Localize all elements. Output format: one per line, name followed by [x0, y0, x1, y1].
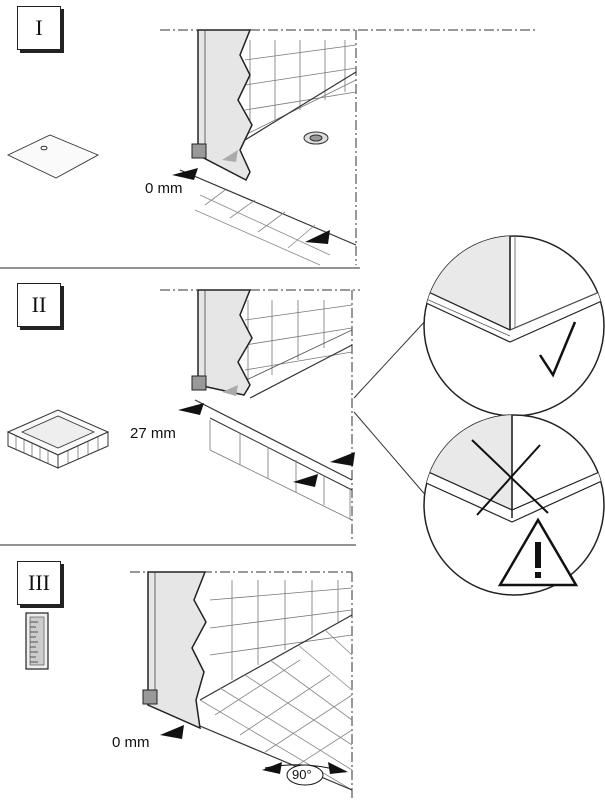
flat-shower-tray-icon: [6, 134, 100, 179]
cross-icon: [471, 439, 549, 516]
section-1-scene: [160, 29, 535, 266]
checkmark-icon: [538, 321, 577, 378]
detail-circle-wrong: [423, 414, 605, 596]
step-2-measurement: 27 mm: [130, 425, 176, 442]
step-3-numeral: III: [28, 570, 50, 595]
warning-triangle-icon: [497, 517, 579, 587]
section-3-scene: [130, 571, 353, 800]
step-3-label: III: [17, 561, 61, 605]
detail-circle-correct: [423, 235, 605, 417]
step-2-numeral: II: [31, 292, 47, 317]
spirit-level-icon: [25, 612, 49, 670]
step-1-label: I: [17, 6, 61, 50]
step-3-measurement: 0 mm: [112, 734, 150, 751]
section-2-scene: [160, 289, 429, 540]
raised-shower-tray-icon: [6, 409, 110, 469]
step-1-measurement: 0 mm: [145, 180, 183, 197]
angle-label: 90°: [292, 767, 312, 782]
step-1-numeral: I: [35, 15, 43, 40]
step-2-label: II: [17, 283, 61, 327]
